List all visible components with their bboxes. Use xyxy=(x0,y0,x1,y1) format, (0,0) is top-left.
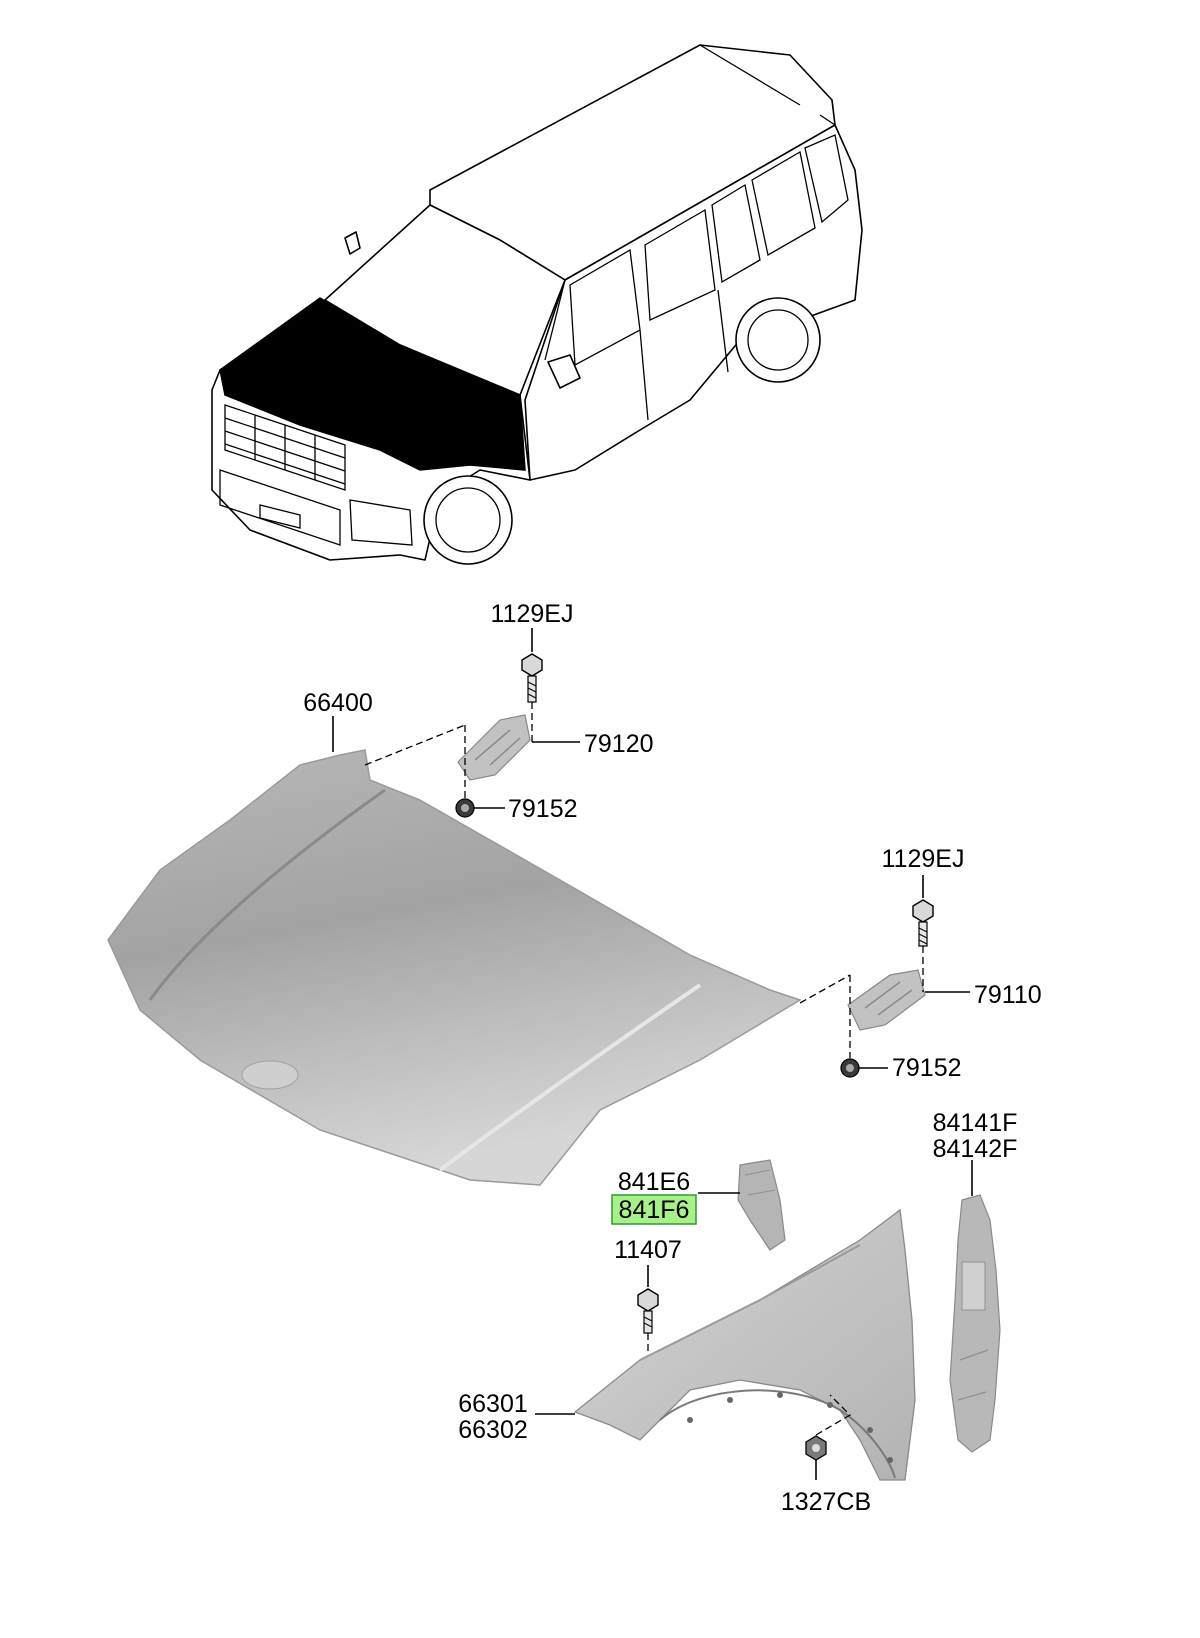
hinge-right-icon[interactable] xyxy=(847,969,926,1031)
fender-side-panel-icon[interactable] xyxy=(949,1194,1001,1453)
label-bolt-top-left: 1129EJ xyxy=(491,600,574,628)
label-hinge-right: 79110 xyxy=(974,981,1042,1009)
fender-bolt-icon[interactable] xyxy=(637,1288,659,1334)
label-nut-left: 79152 xyxy=(508,795,578,823)
nut-left-icon[interactable] xyxy=(455,798,475,818)
label-fender-a: 66301 xyxy=(458,1390,528,1418)
label-fender-b: 66302 xyxy=(458,1416,528,1444)
hood-bolt-left-icon[interactable] xyxy=(521,653,543,703)
label-fender-panel-a: 84141F xyxy=(933,1109,1018,1137)
hood-panel[interactable] xyxy=(107,749,802,1186)
hinge-left-icon[interactable] xyxy=(457,714,531,781)
fender-icon[interactable] xyxy=(573,1208,916,1481)
hood-bolt-right-icon[interactable] xyxy=(912,899,934,947)
label-fender-panel-b: 84142F xyxy=(933,1135,1018,1163)
label-fender-bolt: 11407 xyxy=(614,1236,682,1264)
label-hinge-left: 79120 xyxy=(584,730,654,758)
label-nut-right: 79152 xyxy=(892,1054,962,1082)
car-icon xyxy=(211,44,863,565)
label-hood: 66400 xyxy=(303,689,373,717)
label-insulator-pad-a: 841E6 xyxy=(618,1168,690,1196)
fender-nut-icon[interactable] xyxy=(805,1435,827,1461)
label-insulator-pad-b[interactable]: 841F6 xyxy=(619,1196,690,1224)
highlight-box xyxy=(611,1194,697,1225)
insulator-pad-icon[interactable] xyxy=(737,1159,786,1251)
nut-right-icon[interactable] xyxy=(840,1058,860,1078)
label-bolt-top-right: 1129EJ xyxy=(882,845,965,873)
label-fender-nut: 1327CB xyxy=(781,1488,871,1516)
